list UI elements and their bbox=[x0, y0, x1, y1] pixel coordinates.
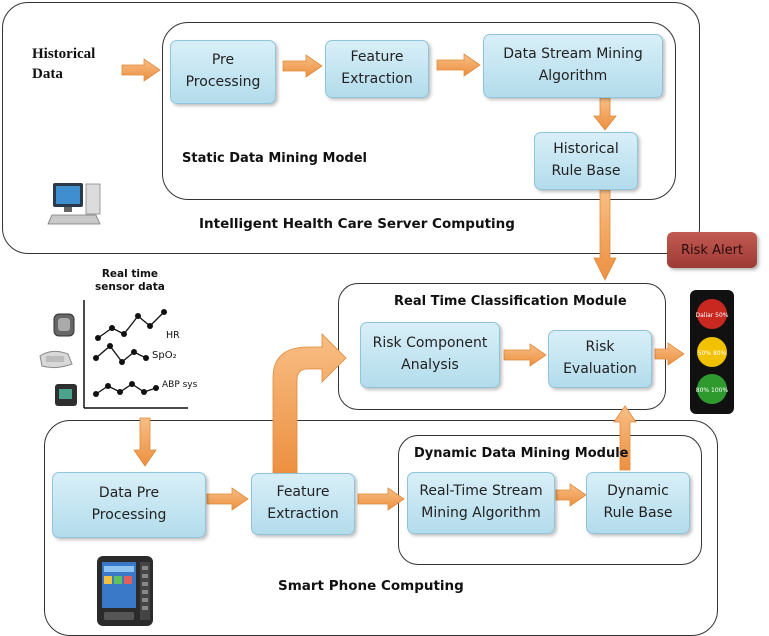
arrow-rulebase-to-classification bbox=[593, 189, 617, 281]
arrow-sensor-to-preprocessing bbox=[133, 417, 157, 467]
finger-clip-sensor-icon bbox=[39, 350, 73, 369]
static-model-label: Static Data Mining Model bbox=[182, 151, 367, 166]
arrow-preprocessing-to-feature bbox=[282, 54, 323, 78]
server-stream-mining-box: Data Stream Mining Algorithm bbox=[483, 34, 663, 98]
arrow-preprocessing-to-feature-phone bbox=[206, 487, 249, 511]
phone-feature-extraction-box: Feature Extraction bbox=[251, 473, 355, 535]
hr-line bbox=[97, 311, 165, 339]
traffic-green-label: 80% 100% bbox=[696, 387, 729, 394]
watch-sensor-icon bbox=[53, 313, 75, 337]
historical-data-label: Historical Data bbox=[32, 46, 96, 83]
realtime-stream-mining-box: Real-Time Stream Mining Algorithm bbox=[407, 472, 555, 534]
arrow-dynamic-to-evaluation bbox=[613, 405, 637, 471]
signal-spo2-label: SpO₂ bbox=[152, 350, 177, 361]
desktop-computer-icon bbox=[47, 183, 101, 225]
arrow-realtime-to-dynamic bbox=[555, 483, 587, 507]
traffic-yellow bbox=[697, 337, 727, 367]
sensor-title: Real time sensor data bbox=[95, 268, 165, 293]
arrow-stream-to-rulebase bbox=[593, 97, 617, 131]
smartphone-icon bbox=[97, 556, 153, 626]
server-preprocessing-box: Pre Processing bbox=[170, 40, 276, 104]
bp-monitor-icon bbox=[55, 384, 77, 406]
risk-component-box: Risk Component Analysis bbox=[360, 322, 500, 388]
traffic-red-label: Daliar 50% bbox=[695, 312, 728, 319]
traffic-green bbox=[697, 374, 727, 404]
static-model-panel bbox=[162, 22, 676, 200]
sensor-chart bbox=[83, 300, 188, 409]
historical-rule-base-box: Historical Rule Base bbox=[534, 132, 638, 190]
phone-data-preprocessing-box: Data Pre Processing bbox=[52, 472, 206, 538]
arrow-feature-to-stream bbox=[436, 53, 481, 77]
server-panel bbox=[2, 2, 700, 254]
arrow-feature-to-component-curved bbox=[272, 333, 347, 475]
dynamic-rule-base-box: Dynamic Rule Base bbox=[586, 472, 690, 534]
traffic-yellow-label: 50% 80% bbox=[698, 350, 727, 357]
phone-label: Smart Phone Computing bbox=[278, 578, 464, 594]
traffic-red bbox=[697, 299, 727, 329]
classification-label: Real Time Classification Module bbox=[394, 294, 627, 309]
arrow-feature-to-realtime bbox=[357, 487, 405, 511]
signal-abp-label: ABP sys bbox=[162, 380, 198, 390]
risk-evaluation-box: Risk Evaluation bbox=[548, 330, 652, 388]
server-label: Intelligent Health Care Server Computing bbox=[199, 216, 515, 232]
dynamic-module-label: Dynamic Data Mining Module bbox=[414, 446, 629, 461]
signal-hr-label: HR bbox=[166, 330, 180, 341]
arrow-component-to-evaluation bbox=[503, 343, 547, 367]
classification-panel bbox=[338, 283, 666, 410]
arrow-evaluation-to-light bbox=[654, 342, 685, 366]
arrow-historical-to-preprocessing bbox=[121, 58, 161, 82]
abp-line bbox=[95, 383, 157, 395]
risk-alert-badge: Risk Alert bbox=[667, 232, 757, 268]
traffic-light-icon: Daliar 50% 50% 80% 80% 100% bbox=[690, 290, 734, 414]
server-feature-extraction-box: Feature Extraction bbox=[325, 40, 429, 98]
